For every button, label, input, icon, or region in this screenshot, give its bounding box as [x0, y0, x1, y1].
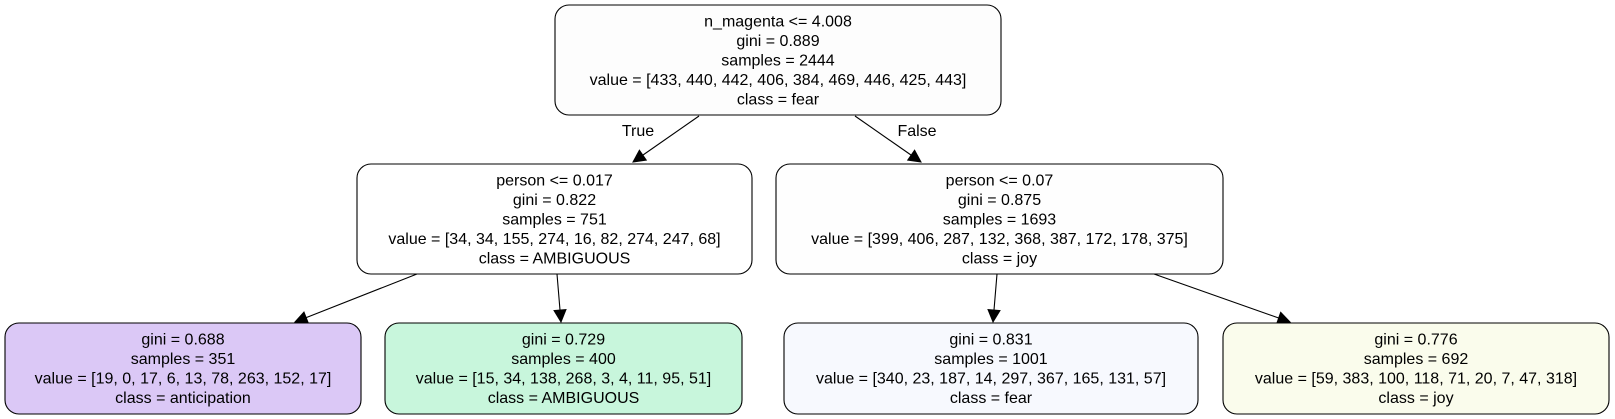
edge-line — [993, 273, 998, 311]
arrow-head-icon — [293, 311, 310, 324]
nodes-layer: n_magenta <= 4.008 gini = 0.889 samples = … — [4, 4, 1610, 415]
node-line: gini = 0.889 — [736, 33, 819, 50]
node-line: value = [433, 440, 442, 406, 384, 469, 4… — [590, 72, 967, 89]
node-box — [4, 322, 362, 415]
tree-node-right-right: gini = 0.776 samples = 692 value = [59, 38… — [1222, 322, 1610, 415]
node-line: samples = 351 — [131, 351, 236, 368]
node-box — [384, 322, 743, 415]
node-line: class = joy — [962, 250, 1037, 267]
node-line: samples = 400 — [511, 351, 616, 368]
node-line: class = AMBIGUOUS — [479, 250, 631, 267]
node-box — [554, 4, 1002, 116]
node-box — [356, 163, 753, 275]
node-line: value = [19, 0, 17, 6, 13, 78, 263, 152,… — [35, 371, 332, 388]
edge-right-to-right-left — [987, 273, 1001, 324]
node-line: gini = 0.875 — [958, 192, 1041, 209]
edge-label-true: True — [622, 123, 654, 140]
tree-node-right-left: gini = 0.831 samples = 1001 value = [340, … — [783, 322, 1199, 415]
edge-left-to-left-right — [553, 273, 567, 324]
arrow-head-icon — [553, 308, 567, 324]
edge-line — [642, 115, 700, 156]
node-line: samples = 751 — [502, 211, 607, 228]
tree-node-left-left: gini = 0.688 samples = 351 value = [19, 0,… — [4, 322, 362, 415]
tree-node-left-right: gini = 0.729 samples = 400 value = [15, 34… — [384, 322, 743, 415]
node-line: class = fear — [950, 390, 1033, 407]
edge-line — [1153, 273, 1279, 319]
node-line: value = [15, 34, 138, 268, 3, 4, 11, 95,… — [416, 371, 711, 388]
arrow-head-icon — [1275, 311, 1292, 325]
node-line: samples = 1001 — [934, 351, 1048, 368]
node-line: class = fear — [737, 91, 820, 108]
node-line: samples = 1693 — [943, 211, 1057, 228]
node-line: person <= 0.07 — [946, 172, 1054, 189]
edge-line — [305, 273, 418, 319]
edge-right-to-right-right — [1153, 273, 1292, 325]
tree-node-right: person <= 0.07 gini = 0.875 samples = 1693… — [775, 163, 1224, 275]
node-line: value = [399, 406, 287, 132, 368, 387, 1… — [811, 231, 1188, 248]
node-line: gini = 0.688 — [141, 332, 224, 349]
arrow-head-icon — [632, 149, 648, 163]
edge-line — [556, 273, 561, 311]
edge-left-to-left-left — [293, 273, 418, 324]
node-line: gini = 0.831 — [949, 332, 1032, 349]
node-line: gini = 0.776 — [1374, 332, 1457, 349]
edge-label-false: False — [897, 123, 936, 140]
node-line: value = [34, 34, 155, 274, 16, 82, 274, … — [388, 231, 720, 248]
node-line: class = anticipation — [115, 390, 251, 407]
node-line: value = [59, 383, 100, 118, 71, 20, 7, 4… — [1255, 371, 1577, 388]
node-box — [775, 163, 1224, 275]
edge-line — [854, 115, 912, 156]
node-line: class = AMBIGUOUS — [488, 390, 640, 407]
node-line: samples = 2444 — [721, 52, 835, 69]
node-line: person <= 0.017 — [496, 172, 613, 189]
node-box — [783, 322, 1199, 415]
tree-node-root: n_magenta <= 4.008 gini = 0.889 samples = … — [554, 4, 1002, 116]
edge-root-to-right: False — [854, 115, 937, 163]
node-line: n_magenta <= 4.008 — [704, 13, 852, 30]
node-box — [1222, 322, 1610, 415]
arrow-head-icon — [987, 308, 1001, 324]
arrow-head-icon — [906, 149, 922, 163]
node-line: class = joy — [1378, 390, 1453, 407]
edge-root-to-left: True — [622, 115, 700, 163]
node-line: gini = 0.729 — [522, 332, 605, 349]
node-line: samples = 692 — [1364, 351, 1469, 368]
tree-node-left: person <= 0.017 gini = 0.822 samples = 751… — [356, 163, 753, 275]
node-line: value = [340, 23, 187, 14, 297, 367, 165… — [816, 371, 1166, 388]
node-line: gini = 0.822 — [513, 192, 596, 209]
